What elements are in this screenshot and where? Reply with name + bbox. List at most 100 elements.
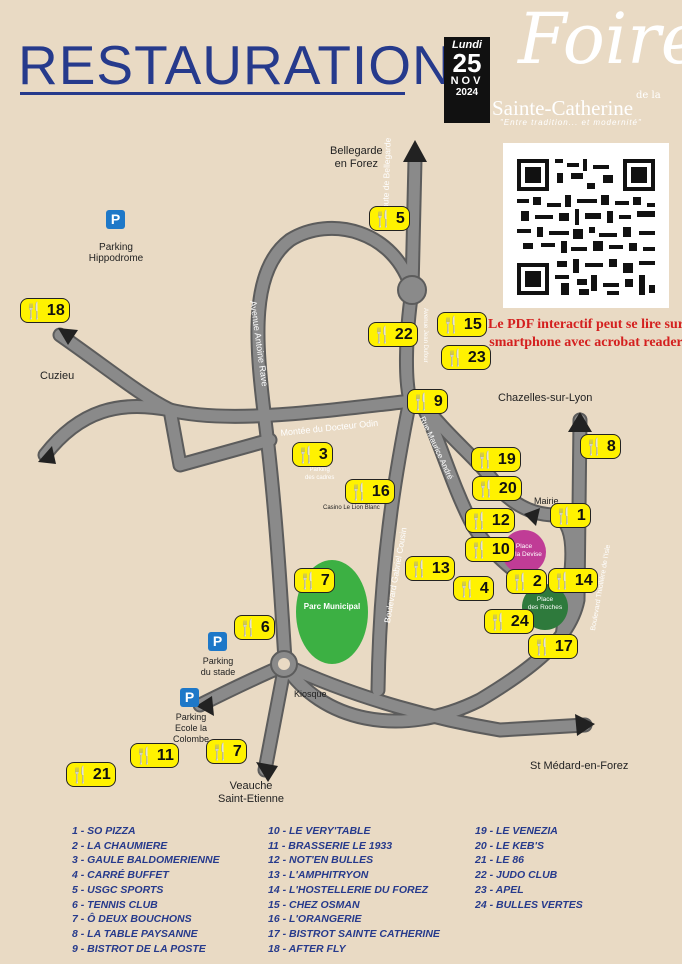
fork-knife-icon: 🍴 — [409, 560, 429, 578]
parking-odin-label: Parking des cadres — [305, 467, 335, 481]
marker-restaurant-1[interactable]: 🍴1 — [550, 503, 591, 528]
legend-item: 10 - LE VERY'TABLE — [268, 825, 371, 837]
fork-knife-icon: 🍴 — [469, 512, 489, 530]
place-chazelles: Chazelles-sur-Lyon — [498, 392, 593, 404]
place-kiosque: Kiosque — [294, 689, 327, 699]
fork-knife-icon: 🍴 — [476, 480, 496, 498]
event-year: 2024 — [455, 87, 479, 98]
qr-code[interactable] — [503, 143, 669, 308]
fork-knife-icon: 🍴 — [349, 483, 369, 501]
event-date-badge: Lundi 25 NOV 2024 — [444, 37, 490, 123]
event-date: 25 — [452, 48, 482, 78]
marker-restaurant-14[interactable]: 🍴14 — [548, 568, 598, 593]
legend-item: 4 - CARRÉ BUFFET — [72, 869, 169, 882]
fork-knife-icon: 🍴 — [532, 638, 552, 656]
pdf-interactive-note: Le PDF interactif peut se lire sur smart… — [488, 317, 682, 350]
legend-item: 12 - NOT'EN BULLES — [268, 854, 374, 867]
place-mairie: Mairie — [534, 496, 559, 506]
fork-knife-icon: 🍴 — [298, 572, 318, 590]
legend-column-2: 10 - LE VERY'TABLE 11 - BRASSERIE LE 193… — [268, 824, 440, 956]
fork-knife-icon: 🍴 — [469, 541, 489, 559]
fork-knife-icon: 🍴 — [210, 743, 230, 761]
logo-foire-word: Foire — [518, 0, 682, 80]
fork-knife-icon: 🍴 — [510, 573, 530, 591]
legend-item: 6 - TENNIS CLUB — [72, 898, 158, 911]
event-day: Lundi — [452, 39, 482, 51]
fork-knife-icon: 🍴 — [445, 349, 465, 367]
place-veauche: Veauche Saint-Etienne — [218, 780, 285, 805]
legend-item: 19 - LE VENEZIA — [475, 825, 558, 837]
marker-restaurant-6[interactable]: 🍴6 — [234, 615, 275, 640]
legend-item: 18 - AFTER FLY — [268, 942, 346, 955]
marker-restaurant-10[interactable]: 🍴10 — [465, 537, 515, 562]
marker-restaurant-22[interactable]: 🍴22 — [368, 322, 418, 347]
fork-knife-icon: 🍴 — [554, 507, 574, 525]
marker-restaurant-12[interactable]: 🍴12 — [465, 508, 515, 533]
legend-item: 24 - BULLES VERTES — [475, 898, 583, 911]
legend-item: 21 - LE 86 — [475, 854, 525, 867]
marker-restaurant-9[interactable]: 🍴9 — [407, 389, 448, 414]
marker-restaurant-4[interactable]: 🍴4 — [453, 576, 494, 601]
street-map — [37, 140, 595, 782]
qr-code-graphic — [517, 159, 655, 295]
place-bellegarde: Bellegarde en Forez — [330, 145, 383, 170]
logo-sainte-catherine: Sainte-Catherine — [492, 96, 634, 120]
event-month: NOV — [450, 75, 484, 87]
legend-item: 17 - BISTROT SAINTE CATHERINE — [268, 927, 440, 940]
marker-restaurant-24[interactable]: 🍴24 — [484, 609, 534, 634]
marker-restaurant-7b[interactable]: 🍴7 — [206, 739, 247, 764]
logo-tagline: "Entre tradition... et modernité" — [500, 118, 642, 127]
legend-column-1: 1 - SO PIZZA 2 - LA CHAUMIERE 3 - GAULE … — [72, 824, 220, 956]
marker-restaurant-13[interactable]: 🍴13 — [405, 556, 455, 581]
legend-item: 15 - CHEZ OSMAN — [268, 898, 360, 911]
place-roches-label: Place des Roches — [527, 596, 563, 611]
place-cuzieu: Cuzieu — [40, 370, 75, 382]
parking-icon: P — [208, 632, 227, 651]
fork-knife-icon: 🍴 — [70, 766, 90, 784]
legend-item: 1 - SO PIZZA — [72, 825, 136, 837]
fork-knife-icon: 🍴 — [552, 572, 572, 590]
legend-item: 14 - L'HOSTELLERIE DU FOREZ — [268, 883, 429, 896]
marker-restaurant-21[interactable]: 🍴21 — [66, 762, 116, 787]
marker-restaurant-7[interactable]: 🍴7 — [294, 568, 335, 593]
marker-restaurant-2[interactable]: 🍴2 — [506, 569, 547, 594]
marker-restaurant-18[interactable]: 🍴18 — [20, 298, 70, 323]
fork-knife-icon: 🍴 — [296, 446, 316, 464]
marker-restaurant-19[interactable]: 🍴19 — [471, 447, 521, 472]
marker-restaurant-17[interactable]: 🍴17 — [528, 634, 578, 659]
parking-icon: P — [106, 210, 125, 229]
marker-restaurant-5[interactable]: 🍴5 — [369, 206, 410, 231]
legend-item: 2 - LA CHAUMIERE — [72, 839, 168, 852]
marker-restaurant-8[interactable]: 🍴8 — [580, 434, 621, 459]
casino-label: Casino Le Lion Blanc — [323, 505, 380, 511]
marker-restaurant-15[interactable]: 🍴15 — [437, 312, 487, 337]
legend-item: 7 - Ô DEUX BOUCHONS — [72, 913, 192, 926]
marker-restaurant-20[interactable]: 🍴20 — [472, 476, 522, 501]
fork-knife-icon: 🍴 — [457, 580, 477, 598]
legend-item: 20 - LE KEB'S — [475, 839, 545, 852]
parc-municipal-label: Parc Municipal — [303, 602, 361, 611]
parking-hippodrome-label: Parking Hippodrome — [88, 242, 144, 264]
marker-restaurant-16[interactable]: 🍴16 — [345, 479, 395, 504]
marker-restaurant-11[interactable]: 🍴11 — [130, 743, 179, 768]
legend-item: 3 - GAULE BALDOMERIENNE — [72, 854, 220, 867]
fork-knife-icon: 🍴 — [584, 438, 604, 456]
fork-knife-icon: 🍴 — [475, 451, 495, 469]
marker-restaurant-23[interactable]: 🍴23 — [441, 345, 491, 370]
legend-item: 5 - USGC SPORTS — [72, 883, 164, 896]
parking-colombe-label: Parking Ecole la Colombe — [172, 712, 210, 744]
fork-knife-icon: 🍴 — [373, 210, 393, 228]
legend-item: 8 - LA TABLE PAYSANNE — [72, 927, 198, 940]
title-underline — [20, 92, 405, 95]
marker-restaurant-3[interactable]: 🍴3 — [292, 442, 333, 467]
parking-icon: P — [180, 688, 199, 707]
fork-knife-icon: 🍴 — [441, 316, 461, 334]
page-title: RESTAURATION — [18, 34, 453, 96]
legend-item: 23 - APEL — [475, 883, 524, 896]
legend-item: 11 - BRASSERIE LE 1933 — [268, 839, 393, 852]
fork-knife-icon: 🍴 — [372, 326, 392, 344]
place-st-medard: St Médard-en-Forez — [530, 760, 629, 772]
legend-item: 22 - JUDO CLUB — [475, 869, 558, 882]
parking-stade-label: Parking du stade — [200, 656, 236, 677]
legend-item: 9 - BISTROT DE LA POSTE — [72, 942, 206, 955]
